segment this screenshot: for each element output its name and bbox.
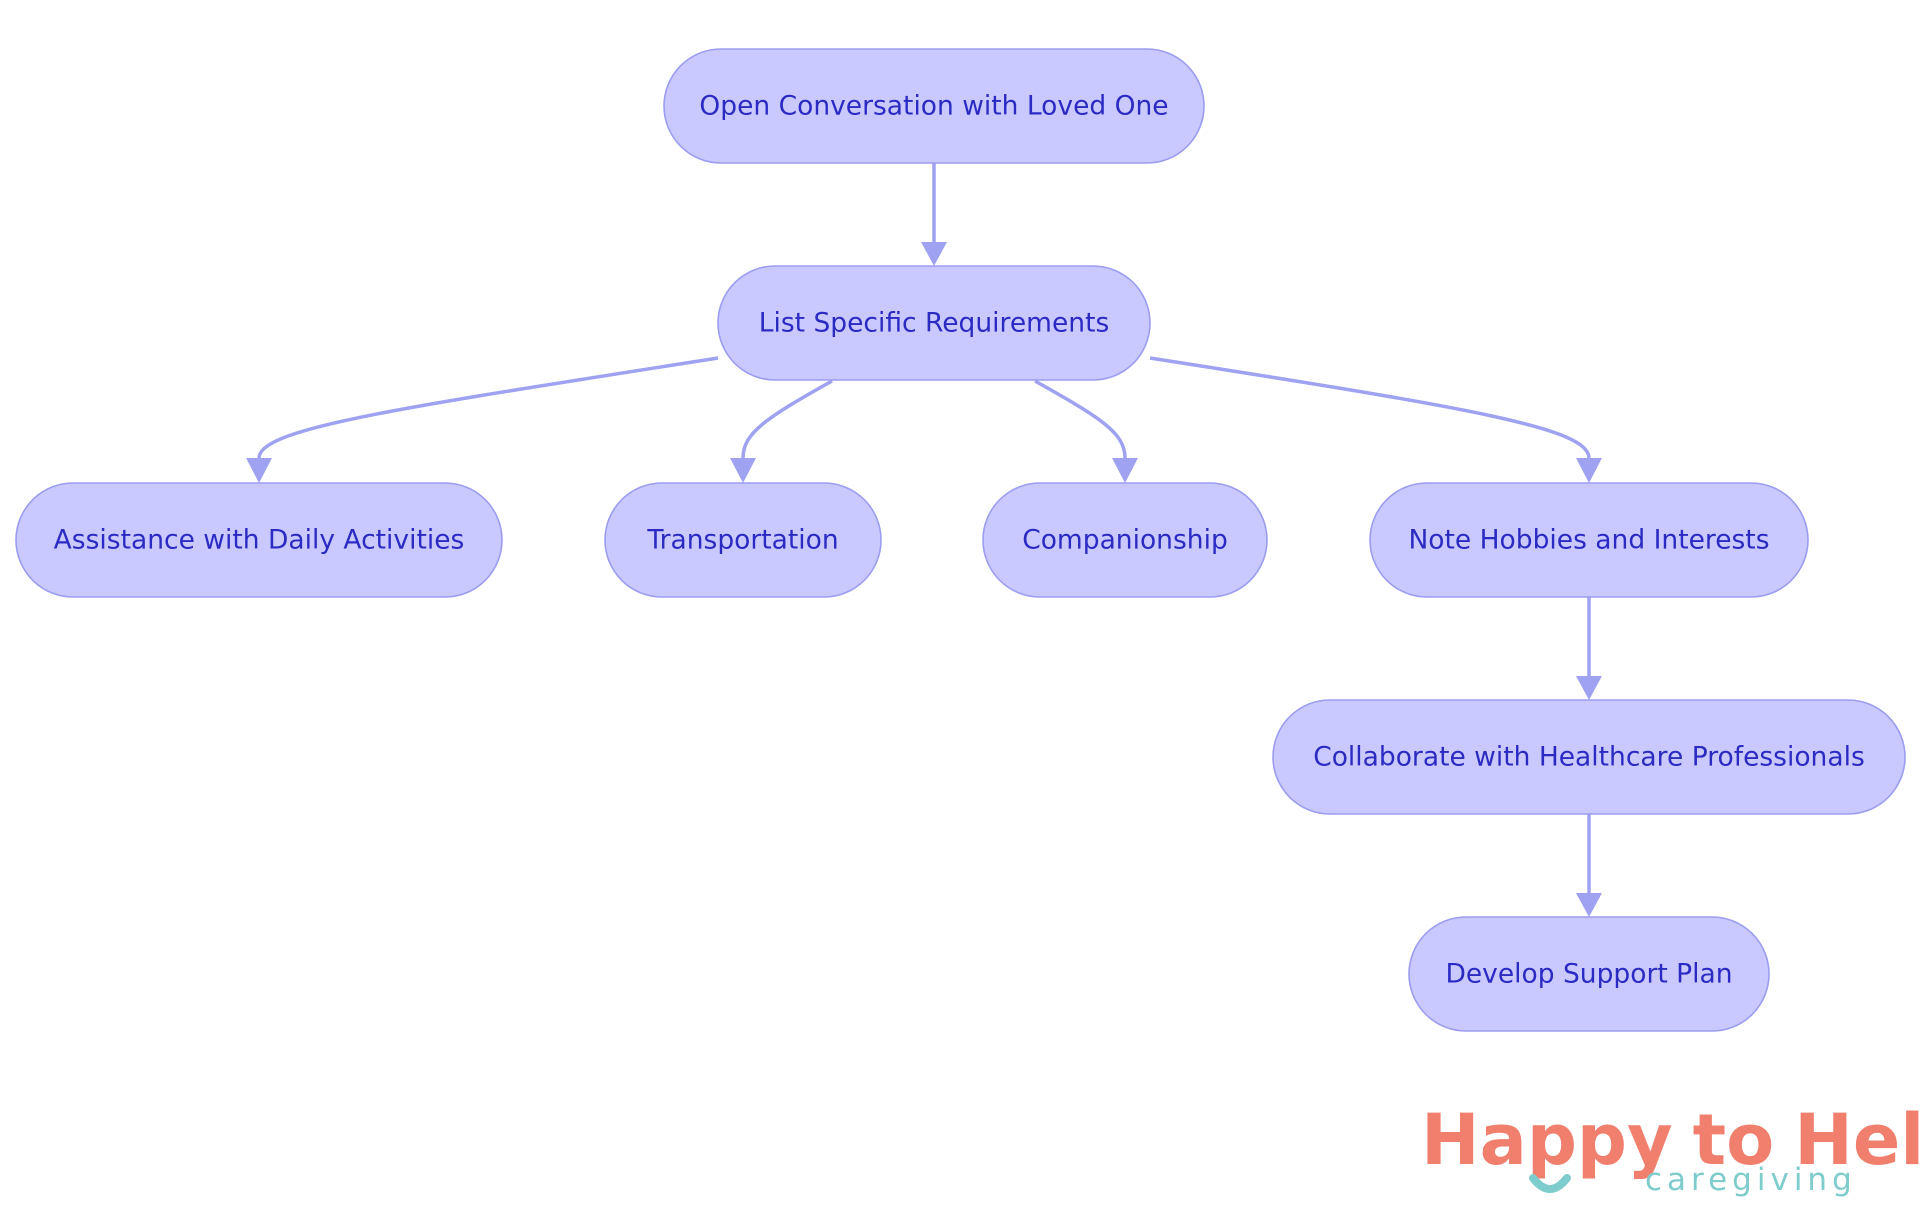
node-label: Assistance with Daily Activities: [54, 525, 465, 556]
happy-to-help-logo: HappytoHelp caregiving: [1421, 1099, 1920, 1198]
arrowhead-icon: [921, 242, 947, 266]
node-label: Note Hobbies and Interests: [1408, 525, 1769, 556]
logo-title: HappytoHelp: [1421, 1099, 1920, 1181]
edge-list-to-transport: [741, 379, 833, 459]
arrowhead-icon: [1576, 893, 1602, 917]
logo-tagline: caregiving: [1645, 1162, 1857, 1198]
edges-layer: [246, 163, 1602, 917]
edge-list-to-hobbies: [1149, 356, 1591, 459]
node-label: Develop Support Plan: [1445, 959, 1732, 990]
logo-word-happy: Happy: [1421, 1099, 1673, 1181]
arrowhead-icon: [730, 458, 756, 483]
node-label: Open Conversation with Loved One: [699, 91, 1168, 122]
edge-list-to-companion: [1034, 379, 1127, 459]
node-open-conversation: Open Conversation with Loved One: [663, 48, 1205, 164]
node-companionship: Companionship: [982, 482, 1268, 598]
node-label: Companionship: [1022, 525, 1228, 556]
node-label: Transportation: [646, 525, 838, 556]
node-hobbies-interests: Note Hobbies and Interests: [1369, 482, 1809, 598]
nodes-layer: Open Conversation with Loved One List Sp…: [15, 48, 1906, 1032]
logo-word-to: to: [1693, 1099, 1775, 1181]
arrowhead-icon: [1576, 458, 1602, 483]
node-label: Collaborate with Healthcare Professional…: [1313, 742, 1865, 773]
arrowhead-icon: [1112, 458, 1138, 483]
logo-word-help: Help: [1794, 1099, 1920, 1181]
node-list-requirements: List Specific Requirements: [717, 265, 1151, 381]
smile-icon: [1529, 1174, 1571, 1193]
node-transportation: Transportation: [604, 482, 882, 598]
edge-list-to-assist: [257, 356, 719, 459]
node-collaborate-healthcare: Collaborate with Healthcare Professional…: [1272, 699, 1906, 815]
node-develop-support-plan: Develop Support Plan: [1408, 916, 1770, 1032]
node-label: List Specific Requirements: [759, 308, 1110, 339]
arrowhead-icon: [246, 458, 272, 483]
node-assistance-daily-activities: Assistance with Daily Activities: [15, 482, 503, 598]
arrowhead-icon: [1576, 676, 1602, 700]
